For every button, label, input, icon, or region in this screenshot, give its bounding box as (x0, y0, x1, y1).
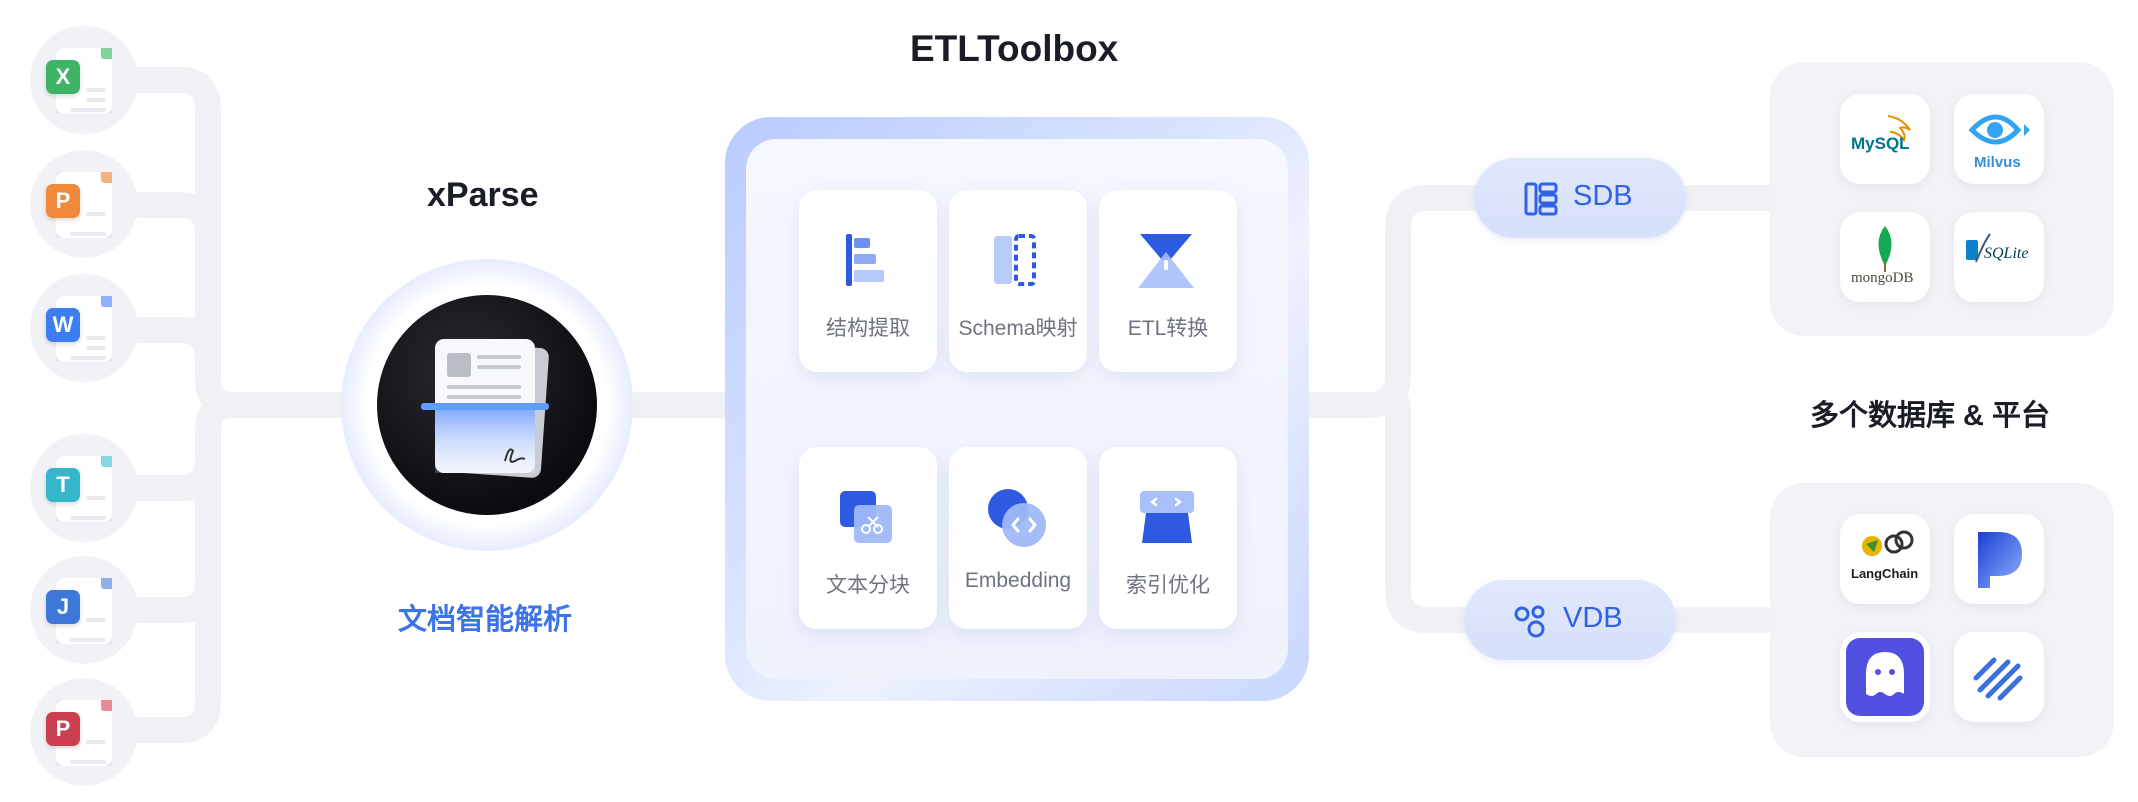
etl-toolbox-title: ETLToolbox (910, 28, 1119, 69)
diagonal-stripes-icon (1973, 657, 2023, 701)
index-optimization-icon (1140, 491, 1194, 543)
mongodb-text: mongoDB (1851, 270, 1914, 286)
excel-file-icon: X (30, 26, 138, 134)
stripes-logo (1954, 632, 2044, 722)
sdb-table-icon (1524, 182, 1558, 216)
connector-ppt (127, 192, 221, 393)
pdf-file-icon: P (30, 678, 138, 786)
ghost-icon (1846, 638, 1924, 716)
vdb-nodes-icon (1514, 605, 1545, 638)
mysql-text: MySQL (1851, 134, 1910, 153)
structure-tree-icon (846, 234, 884, 286)
langchain-text: LangChain (1851, 566, 1919, 581)
sqlite-logo: SQLite (1954, 212, 2044, 302)
connector-excel (127, 67, 363, 418)
milvus-logo: Milvus (1954, 94, 2044, 184)
milvus-text: Milvus (1974, 154, 2021, 171)
file-badge-letter: P (46, 184, 80, 218)
etl-card-structure-extraction: 结构提取 (799, 190, 937, 372)
ghost-app-logo (1840, 632, 1930, 722)
etl-card-embedding: Embedding (949, 447, 1087, 629)
mongodb-logo: mongoDB (1840, 212, 1930, 302)
platforms-label: 多个数据库 & 平台 (1810, 400, 2051, 432)
sdb-logo-group (1770, 62, 2114, 336)
embedding-icon (988, 489, 1046, 547)
connector-etl-vdb (1385, 392, 1483, 633)
word-file-icon: W (30, 274, 138, 382)
milvus-eye-icon (1968, 114, 2030, 145)
vdb-pill: VDB (1464, 580, 1676, 660)
document-scan-icon (421, 339, 549, 478)
vdb-label: VDB (1563, 602, 1623, 634)
sqlite-feather-icon (1966, 233, 1991, 263)
etl-transform-icon (1138, 234, 1194, 288)
xparse-subtitle: 文档智能解析 (398, 604, 573, 636)
etl-card-etl-transform: ETL转换 (1099, 190, 1237, 372)
powerpoint-file-icon: P (30, 150, 138, 258)
file-badge-letter: P (46, 712, 80, 746)
parrot-chain-icon (1862, 530, 1914, 556)
mongodb-leaf-icon (1878, 226, 1892, 272)
schema-mapping-icon (994, 234, 1036, 286)
etl-step-label: 结构提取 (826, 317, 910, 340)
xparse-title: xParse (427, 176, 539, 214)
etl-card-schema-mapping: Schema映射 (949, 190, 1087, 372)
dolphin-icon (1887, 115, 1911, 143)
langchain-logo: LangChain (1840, 514, 1930, 604)
etl-step-label: 文本分块 (826, 574, 910, 597)
etl-card-text-chunking: 文本分块 (799, 447, 937, 629)
etl-step-label: Embedding (964, 569, 1072, 592)
connector-word (127, 317, 221, 393)
text-file-icon: T (30, 434, 138, 542)
file-badge-letter: X (46, 60, 80, 94)
connector-etl-sdb (1287, 185, 1493, 418)
vdb-logo-group (1770, 483, 2114, 757)
sqlite-text: SQLite (1984, 245, 2029, 262)
etl-card-index-optimization: 索引优化 (1099, 447, 1237, 629)
sdb-label: SDB (1573, 180, 1633, 212)
p-shape-icon (1978, 532, 2022, 588)
json-file-icon: J (30, 556, 138, 664)
sdb-pill: SDB (1474, 158, 1686, 238)
etl-step-label: 索引优化 (1126, 574, 1210, 597)
connector-pdf (127, 392, 246, 743)
file-badge-letter: W (46, 308, 80, 342)
etl-step-label: Schema映射 (958, 317, 1078, 340)
connector-txt (127, 417, 221, 501)
mysql-logo: MySQL (1840, 94, 1930, 184)
text-chunking-icon (840, 491, 892, 543)
file-badge-letter: J (46, 590, 80, 624)
file-badge-letter: T (46, 468, 80, 502)
connector-json (127, 417, 221, 623)
pinecone-logo (1954, 514, 2044, 604)
etl-step-label: ETL转换 (1127, 317, 1209, 340)
